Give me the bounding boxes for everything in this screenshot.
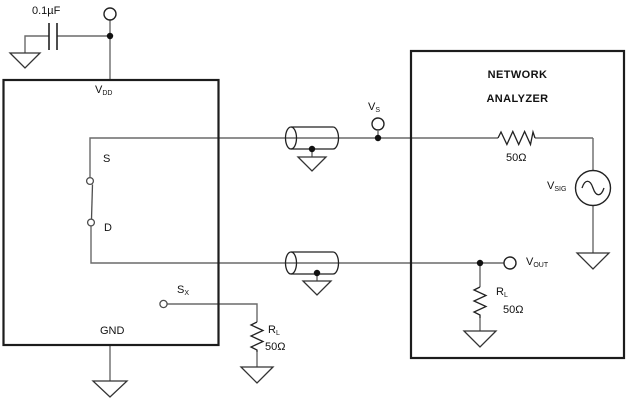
sx-terminal-icon [159, 299, 168, 309]
ground-symbols [8, 52, 611, 398]
switch-icon [85, 176, 96, 227]
resistor-icon [497, 129, 536, 147]
junction-dot [106, 32, 114, 40]
na-load-name-sub: L [503, 292, 508, 299]
ground-icon [301, 280, 333, 296]
network-analyzer-box [409, 49, 626, 360]
ext-load-name-label: RL [268, 324, 280, 340]
analyzer-title-line2: ANALYZER [486, 93, 549, 105]
drain-path-wire [90, 226, 480, 264]
na-load-name-label: RL [496, 286, 508, 302]
analyzer-title-line1: NETWORK [487, 69, 548, 81]
ac-source-icon [574, 169, 612, 207]
junction-dot [374, 134, 382, 142]
na-load-value-label: 50Ω [503, 304, 524, 316]
coax-cable-icon [284, 251, 340, 275]
vout-terminal-icon [503, 256, 517, 270]
series-resistor-value-label: 50Ω [506, 152, 527, 164]
cap-ground-wire [24, 35, 49, 53]
vout-sub: OUT [533, 262, 549, 269]
vdd-pin-main: V [95, 84, 103, 96]
vdd-pin-label: VDD [95, 84, 112, 100]
vs-node-label: VS [368, 101, 380, 117]
ground-icon [462, 330, 498, 348]
na-load-name-main: R [496, 286, 504, 298]
junction-dot [476, 259, 484, 267]
sx-pin-sub: X [184, 290, 190, 297]
dut-box [2, 78, 220, 347]
resistor-icon [249, 321, 265, 352]
resistor-icon [472, 286, 488, 318]
vsig-sub: SIG [554, 186, 567, 193]
ground-icon [8, 52, 42, 69]
ground-icon [575, 252, 611, 270]
junction-dot [308, 145, 316, 153]
vs-node-sub: S [375, 107, 381, 114]
junction-dots [106, 32, 484, 277]
junction-dot [313, 269, 321, 277]
vsig-source-label: VSIG [547, 180, 566, 196]
sx-path-wire [167, 303, 258, 322]
ground-icon [239, 366, 275, 384]
terminals [103, 7, 517, 270]
ext-load-name-main: R [268, 324, 276, 336]
vsig-main: V [547, 180, 555, 192]
capacitor-icon [48, 23, 58, 50]
source-path-wire [89, 137, 498, 177]
vs-terminal-icon [371, 117, 385, 131]
switch-source-label: S [103, 153, 111, 165]
ext-load-value-label: 50Ω [265, 341, 286, 353]
wires [24, 20, 594, 381]
ground-icon [296, 156, 328, 172]
vdd-pin-sub: DD [102, 90, 113, 97]
sx-pin-main: S [177, 284, 185, 296]
vout-main: V [526, 256, 534, 268]
sx-pin-label: SX [177, 284, 189, 300]
coax-cable-icon [284, 126, 340, 150]
ground-icon [91, 380, 129, 398]
vout-node-label: VOUT [526, 256, 548, 272]
gnd-pin-label: GND [100, 325, 125, 337]
ext-load-name-sub: L [275, 330, 280, 337]
vs-node-main: V [368, 101, 376, 113]
capacitor-value-label: 0.1µF [32, 5, 61, 17]
vdd-terminal-icon [103, 7, 117, 21]
switch-drain-label: D [104, 222, 112, 234]
